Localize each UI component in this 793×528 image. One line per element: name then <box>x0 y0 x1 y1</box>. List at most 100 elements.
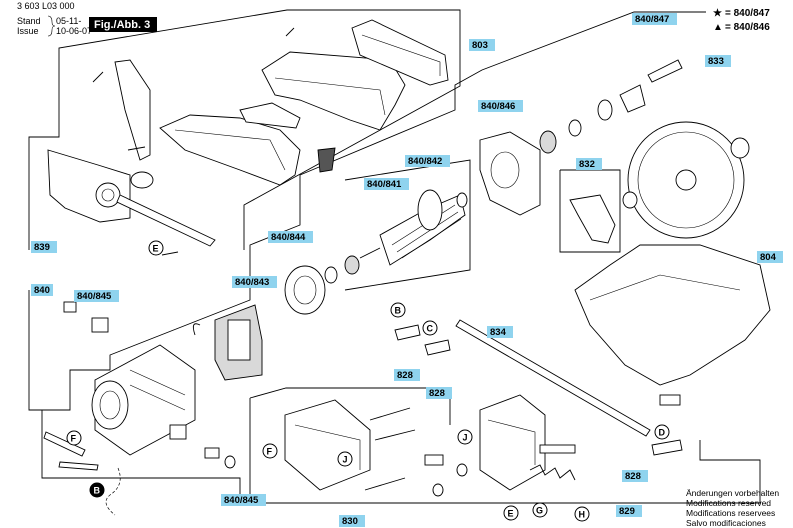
lower-guard <box>159 114 301 186</box>
clamp-c <box>424 339 451 356</box>
coil-wire <box>192 323 201 336</box>
svg-text:E: E <box>508 509 514 519</box>
svg-text:840/842: 840/842 <box>408 156 442 167</box>
svg-text:B: B <box>94 486 101 496</box>
upper-guard-detail <box>274 77 386 116</box>
gear-2 <box>568 119 582 137</box>
svg-text:840/845: 840/845 <box>77 291 112 302</box>
svg-text:828: 828 <box>625 471 641 482</box>
svg-text:832: 832 <box>579 159 595 170</box>
legend-star-symbol: ★ <box>713 8 722 19</box>
svg-text:F: F <box>71 434 77 444</box>
footnote-line-1: Änderungen vorbehalten <box>686 488 779 498</box>
motor-end-cap <box>91 380 129 430</box>
side-plate <box>47 149 131 223</box>
svg-text:830: 830 <box>342 516 358 527</box>
svg-text:840/843: 840/843 <box>235 277 269 288</box>
svg-text:834: 834 <box>490 327 507 338</box>
inner-flange <box>622 191 638 209</box>
letter-j-right: J <box>457 429 473 445</box>
motor-rib-2 <box>129 384 186 411</box>
upper-guard-cover <box>261 51 406 131</box>
guard-rod <box>116 194 216 247</box>
svg-text:840/841: 840/841 <box>367 179 402 190</box>
spring-clip <box>130 171 154 189</box>
screw-3 <box>127 146 146 151</box>
svg-text:E: E <box>153 244 159 254</box>
base-frame-right-detail <box>487 419 536 465</box>
bearing-housing <box>284 265 326 315</box>
svg-text:840/846: 840/846 <box>481 101 515 112</box>
blade-flange <box>730 137 750 159</box>
svg-text:840/845: 840/845 <box>224 495 259 506</box>
callout-840-845-top: 840/845 <box>74 290 119 302</box>
clamp-bar <box>58 461 99 471</box>
brace <box>47 15 56 37</box>
clamp-d <box>651 439 683 456</box>
svg-text:C: C <box>427 324 434 334</box>
switch-cap <box>169 424 187 440</box>
base-frame-right <box>479 394 546 491</box>
blade-parts <box>569 121 771 406</box>
fig-label-box <box>89 17 157 32</box>
letter-g: G <box>532 502 548 518</box>
date-1: 05-11- <box>56 16 81 26</box>
lower-cover-tab <box>659 394 681 406</box>
letter-h: H <box>574 506 590 522</box>
bushing-2 <box>456 463 468 477</box>
stand-label: Stand <box>17 16 41 26</box>
callout-828-d: 828 <box>622 470 648 482</box>
svg-text:840: 840 <box>34 285 50 296</box>
outline-base-top <box>249 387 451 425</box>
lower-guard-detail <box>174 129 286 171</box>
screw-1 <box>92 71 104 83</box>
brush <box>63 301 77 313</box>
brush-holder <box>91 317 109 333</box>
callout-840-846: 840/846 <box>478 100 523 112</box>
callout-839: 839 <box>31 241 57 253</box>
svg-text:J: J <box>463 433 468 443</box>
outline-motor-group <box>28 290 241 503</box>
legend-triangle-symbol: ▲ <box>713 22 723 33</box>
lower-blade-cover <box>574 244 771 386</box>
svg-text:840/844: 840/844 <box>271 232 306 243</box>
letter-e-top: E <box>148 240 164 256</box>
base-rod-1 <box>369 407 411 421</box>
callout-840: 840 <box>31 284 53 296</box>
svg-text:840/847: 840/847 <box>635 14 669 25</box>
callout-828-c: 828 <box>426 387 452 399</box>
header: 3 603 L03 000 Stand Issue 05-11- 10-06-0… <box>17 1 157 37</box>
callout-840-845-bottom: 840/845 <box>221 494 266 506</box>
saw-blade-inner <box>637 131 735 229</box>
bushing-1 <box>424 454 444 466</box>
svg-text:828: 828 <box>429 388 445 399</box>
callout-840-844: 840/844 <box>268 231 313 243</box>
spindle <box>647 59 683 83</box>
bearing-washer <box>324 266 338 284</box>
guard-knob <box>317 147 336 173</box>
svg-text:D: D <box>659 428 666 438</box>
outline-base-group <box>249 398 761 504</box>
cable-tie <box>204 447 220 459</box>
svg-text:G: G <box>536 506 543 516</box>
guard-window-inner <box>361 34 441 76</box>
base-parts <box>284 319 683 497</box>
legend: ★ = 840/847 ▲ = 840/846 <box>713 8 770 33</box>
riving-knife <box>114 59 151 161</box>
base-frame-left-detail <box>294 424 361 470</box>
letter-b-top: B <box>390 302 406 318</box>
bearing-housing-inner <box>293 275 317 305</box>
svg-text:F: F <box>267 447 273 457</box>
side-plate-hole <box>95 182 121 208</box>
callout-840-847: 840/847 <box>632 13 677 25</box>
gear-3 <box>597 99 613 121</box>
letter-j-left: J <box>337 451 353 467</box>
callout-840-841: 840/841 <box>364 178 409 190</box>
svg-text:839: 839 <box>34 242 50 253</box>
legend-triangle-ref: = 840/846 <box>725 22 770 33</box>
lower-cover-detail <box>589 274 741 301</box>
strain-relief <box>224 455 236 469</box>
callout-834: 834 <box>487 326 513 338</box>
issue-label: Issue <box>17 26 39 36</box>
svg-text:828: 828 <box>397 370 413 381</box>
